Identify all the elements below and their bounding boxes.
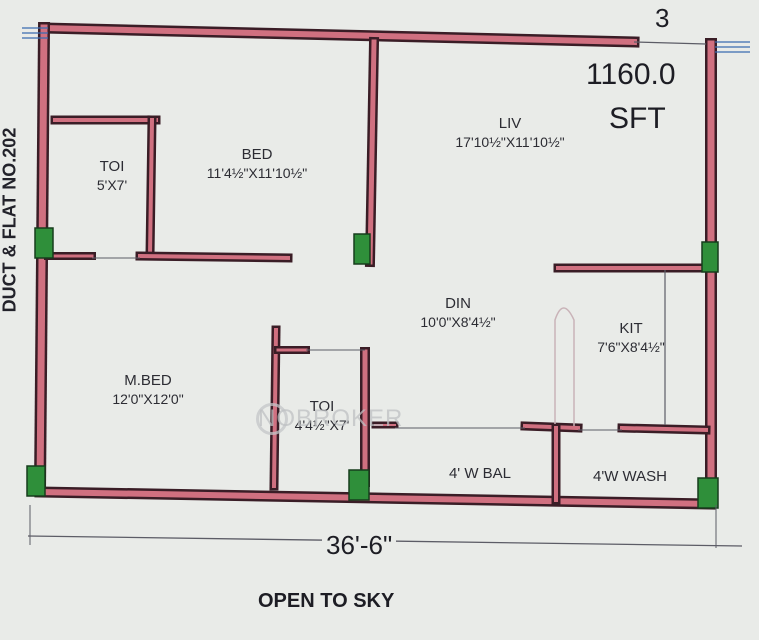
room-dimension: 10'0"X8'4½" [420,314,496,330]
room-name: 4'W WASH [593,468,667,485]
wall [137,253,291,261]
room-dimension: 4'4½"X7' [294,417,350,433]
walls [22,21,750,510]
room-dimension: 7'6"X8'4½" [597,339,665,355]
wall [619,425,709,433]
room-toi-top: TOI 5'X7' [97,158,127,194]
column [701,241,719,273]
column [697,477,719,509]
room-name: TOI [99,158,125,175]
columns [26,227,719,509]
watermark: NOBROKER [258,405,404,432]
watermark-logo-icon [256,403,288,435]
room-bal: 4' W BAL [449,465,511,483]
room-bed: BED 11'4½"X11'10½" [207,146,307,182]
wall [40,24,638,46]
caption: OPEN TO SKY [258,590,395,612]
room-name: DIN [445,295,471,312]
column [34,227,54,259]
room-mbed: M.BED 12'0"X12'0" [112,372,183,408]
room-name: 4' W BAL [448,465,512,482]
room-dimension: 17'10½"X11'10½" [455,134,565,150]
column [26,465,46,497]
room-kit: KIT 7'6"X8'4½" [597,320,664,356]
area-unit: SFT [609,102,666,135]
room-toi-mid: TOI 4'4½"X7' [295,398,350,434]
wall [36,24,48,494]
room-wash: 4'W WASH [593,468,667,486]
wall [36,488,714,508]
room-dimension: 12'0"X12'0" [112,391,184,407]
area-value: 1160.0 [586,58,676,91]
room-liv: LIV 17'10½"X11'10½" [455,115,564,151]
room-name: M.BED [124,372,172,389]
window-line [633,41,707,45]
side-label: DUCT & FLAT NO.202 [0,127,20,313]
column [348,469,370,501]
room-name: TOI [309,398,335,415]
unit-number: 3 [655,3,670,33]
room-dimension: 11'4½"X11'10½" [206,165,308,181]
wall [367,39,377,265]
column [353,233,371,265]
room-name: LIV [498,115,522,132]
room-name: BED [241,146,273,163]
room-din: DIN 10'0"X8'4½" [420,295,495,331]
overall-width-dimension: 36'-6" [322,530,397,561]
room-name: KIT [619,320,643,337]
room-dimension: 5'X7' [96,177,128,193]
counter-outline [554,307,575,426]
wall [147,117,155,258]
